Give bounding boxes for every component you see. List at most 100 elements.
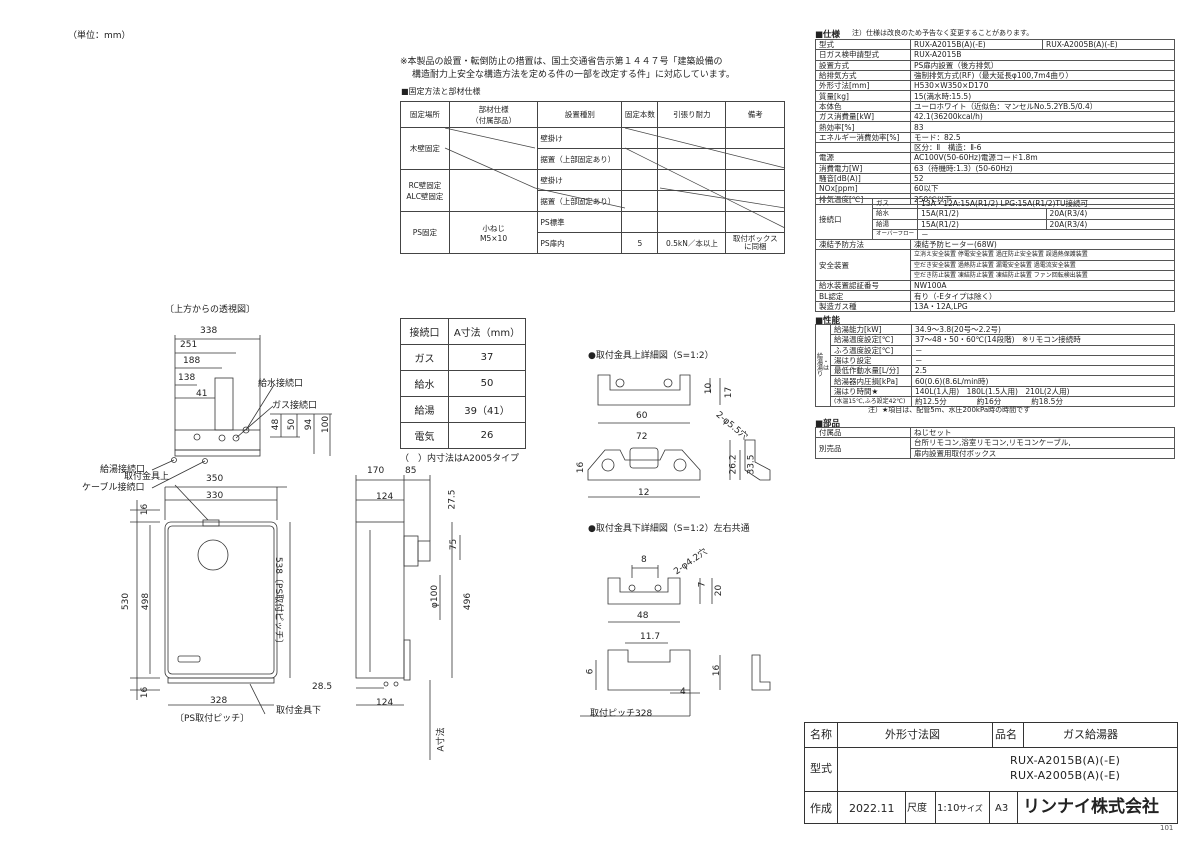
label-cable-in: ケーブル接続口 bbox=[82, 483, 145, 493]
spec-value: NW100A bbox=[910, 280, 1175, 292]
dim-48: 48 bbox=[637, 611, 649, 621]
dim-48: 48 bbox=[271, 418, 282, 431]
label-a-dim: A寸法 bbox=[436, 727, 447, 752]
top-view bbox=[151, 335, 332, 489]
dim-8: 8 bbox=[641, 555, 647, 565]
connection-note: （ ）内寸法はA2005タイプ bbox=[400, 454, 520, 464]
dim-4: 4 bbox=[680, 687, 686, 697]
title-scale-label: 尺度 bbox=[907, 803, 927, 814]
fixing-ps-force: 0.5kN／本以上 bbox=[657, 232, 727, 254]
dim-188: 188 bbox=[183, 356, 201, 366]
fixing-header-place: 固定場所 bbox=[400, 101, 450, 128]
spec-value: AC100V(50-60Hz)電源コード1.8m bbox=[910, 152, 1175, 164]
label-hot-out: 給湯接続口 bbox=[100, 465, 146, 475]
spec-value: 42.1(36200kcal/h) bbox=[910, 111, 1175, 123]
parts-key: 別売品 bbox=[815, 437, 911, 459]
perf-value: 60(0.6)(8.6L/min時) bbox=[911, 375, 1175, 387]
spec-safety-line: 空だき防止装置 凍結防止装置 凍結防止装置 ファン回転検出装置 bbox=[910, 269, 1175, 282]
title-product-label: 品名 bbox=[995, 728, 1017, 741]
dim-330: 330 bbox=[206, 491, 224, 501]
spec-conn-value-2: 20A(R3/4) bbox=[1045, 208, 1176, 220]
spec-safety-label: 安全装置 bbox=[815, 249, 911, 282]
spec-value: PS扉内設置（後方排気） bbox=[910, 59, 1175, 71]
spec-table-2: 凍結予防方法凍結予防ヒーター(68W) 安全装置立消え安全装置 停電安全装置 過… bbox=[815, 238, 1175, 313]
fixing-header-count: 固定本数 bbox=[621, 101, 659, 128]
fixing-rc: RC壁固定 ALC壁固定 bbox=[400, 169, 450, 212]
dim-17: 17 bbox=[724, 386, 735, 399]
dim-124-bottom: 124 bbox=[376, 698, 394, 708]
perf-yuhari-key: 湯はり時間★ bbox=[830, 385, 912, 398]
fixing-ps-material: 小ねじ M5×10 bbox=[448, 211, 539, 254]
conn-row-name: ガス bbox=[400, 344, 449, 371]
perf-note: 注）★項目は、配管5m、水圧200kPa時の時間です bbox=[868, 406, 1031, 414]
spec-key: 質量[kg] bbox=[815, 90, 911, 102]
spec-value: 52 bbox=[910, 172, 1175, 185]
parts-value: 台所リモコン,浴室リモコン,リモコンケーブル, bbox=[910, 437, 1175, 449]
spec-conn-label: 接続口 bbox=[815, 197, 873, 241]
unit-label: （単位：mm） bbox=[68, 31, 131, 41]
label-pitch-328: 取付ピッチ328 bbox=[590, 709, 653, 719]
dim-251: 251 bbox=[180, 340, 198, 350]
spec-value: 凍結予防ヒーター(68W) bbox=[910, 238, 1175, 251]
perf-label: 給湯・湯はり bbox=[815, 323, 831, 408]
fixing-ps: PS固定 bbox=[400, 211, 450, 254]
spec-key: 電源 bbox=[815, 152, 911, 164]
label-top-bracket: 取付金具上 bbox=[124, 472, 170, 482]
title-product-value: ガス給湯器 bbox=[1063, 728, 1118, 741]
spec-value: H530×W350×D170 bbox=[910, 80, 1175, 92]
spec-conn-key: 給湯 bbox=[871, 218, 919, 230]
spec-key bbox=[815, 141, 911, 154]
parts-value: ねじセット bbox=[910, 426, 1175, 439]
conn-header-value: A寸法（mm） bbox=[448, 318, 526, 345]
spec-conn-value: 13A・12A:15A(R1/2) LPG:15A(R1/2)TU接続可 bbox=[917, 197, 1175, 210]
spec-value: 強制排気方式(RF)（最大延長φ100,7m4曲り） bbox=[910, 69, 1175, 82]
side-view bbox=[355, 475, 461, 760]
fixing-title: ■固定方法と部材仕様 bbox=[401, 87, 481, 96]
fixing-ps-note: 取付ボックス に同梱 bbox=[725, 232, 785, 254]
fixing-table: 固定場所 部材仕様 （付属部品） 設置種別 固定本数 引張り耐力 備考 木壁固定… bbox=[400, 101, 785, 254]
spec-key: 日ガス検申請型式 bbox=[815, 49, 911, 61]
dim-16-top: 16 bbox=[140, 503, 151, 516]
perf-value: 2.5 bbox=[911, 365, 1175, 377]
dim-phi100: φ100 bbox=[430, 584, 441, 609]
dim-16-detail: 16 bbox=[576, 461, 587, 474]
label-water-in: 給水接続口 bbox=[258, 379, 304, 389]
spec-key: 本体色 bbox=[815, 100, 911, 113]
dim-27-5: 27.5 bbox=[447, 489, 458, 510]
dim-350: 350 bbox=[206, 474, 224, 484]
spec-conn-key: 給水 bbox=[871, 208, 919, 220]
perf-key: 給湯能力[kW] bbox=[830, 323, 912, 336]
spec-key: 製造ガス種 bbox=[815, 300, 911, 313]
spec-key: 消費電力[W] bbox=[815, 162, 911, 174]
spec-key: エネルギー消費効率[%] bbox=[815, 131, 911, 143]
fixing-wood: 木壁固定 bbox=[400, 127, 450, 170]
dim-85: 85 bbox=[405, 466, 417, 476]
fixing-ps-count: 5 bbox=[621, 232, 659, 254]
detail-bottom-title: ●取付金具下詳細図（S=1:2）左右共通 bbox=[588, 524, 750, 534]
spec-value: 60以下 bbox=[910, 183, 1175, 195]
spec-key: BL認定 bbox=[815, 290, 911, 302]
detail-top-title: ●取付金具上詳細図（S=1:2） bbox=[588, 351, 714, 361]
label-ps-pitch-v: 538〔PS取付ピッチ〕 bbox=[273, 556, 284, 649]
front-view bbox=[130, 484, 291, 715]
spec-value: 63（待機時:1.3）(50-60Hz) bbox=[910, 162, 1175, 174]
fixing-header-kind: 設置種別 bbox=[537, 101, 623, 128]
dim-11-7: 11.7 bbox=[640, 632, 661, 642]
dim-496: 496 bbox=[463, 592, 474, 611]
dim-20: 20 bbox=[714, 584, 725, 597]
dim-16-bottom: 16 bbox=[140, 686, 151, 699]
spec-key: 外形寸法[mm] bbox=[815, 80, 911, 92]
perf-key: 給湯器内圧損[kPa] bbox=[830, 375, 912, 387]
spec-value: 13A・12A,LPG bbox=[910, 300, 1175, 313]
title-model-label: 型式 bbox=[810, 762, 832, 775]
label-ps-pitch: 〔PS取付ピッチ〕 bbox=[175, 714, 250, 724]
notice-line-2: 構造耐力上安全な構造方法を定める件の一部を改定する件」に対応しています。 bbox=[412, 70, 735, 80]
title-name-value: 外形寸法図 bbox=[885, 728, 940, 741]
dim-100: 100 bbox=[321, 415, 332, 434]
label-gas-in: ガス接続口 bbox=[272, 401, 318, 411]
spec-conn-key: ガス bbox=[871, 197, 919, 210]
dim-6: 6 bbox=[585, 668, 596, 675]
perf-key: 給湯温度設定[℃] bbox=[830, 334, 912, 346]
spec-value: 83 bbox=[910, 121, 1175, 133]
perf-value: － bbox=[911, 344, 1175, 356]
